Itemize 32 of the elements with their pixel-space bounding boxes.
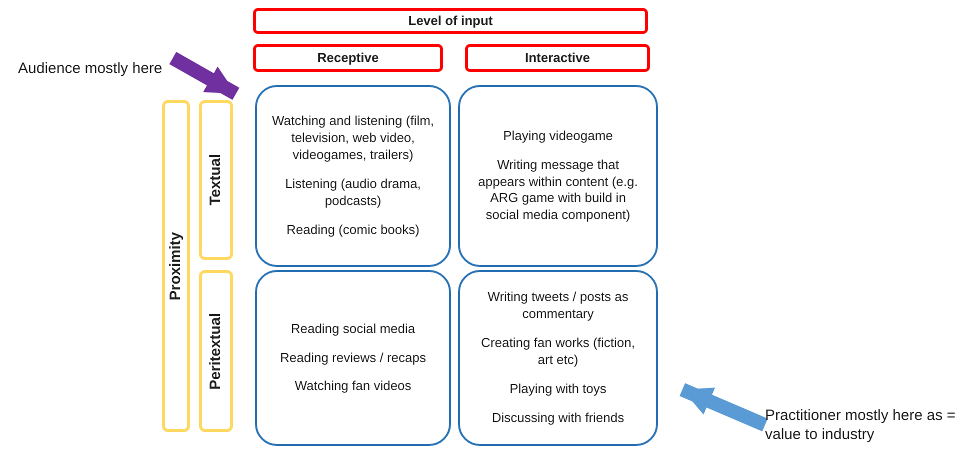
annotation-text: Practitioner mostly here as = value to industry bbox=[765, 406, 956, 444]
label-text: Playing with toys bbox=[510, 380, 606, 398]
axis-box bbox=[199, 270, 233, 432]
label-text: Playing videogame bbox=[503, 128, 613, 145]
label-text: Writing tweets / posts as commentary bbox=[486, 289, 630, 324]
label-text: Reading reviews / recaps bbox=[280, 350, 426, 366]
category-box bbox=[255, 85, 451, 267]
label-text: Creating fan works (fiction, art etc) bbox=[480, 335, 636, 369]
category-box bbox=[458, 85, 658, 267]
axis-box bbox=[199, 100, 233, 260]
label-text: Textual bbox=[206, 154, 226, 206]
label-text: Reading social media bbox=[290, 320, 416, 338]
label-text: Discussing with friends bbox=[492, 410, 624, 427]
annotation-text: Audience mostly here bbox=[18, 59, 162, 79]
label-text: Level of input bbox=[408, 12, 493, 30]
category-box bbox=[458, 270, 658, 446]
label-text: Interactive bbox=[524, 50, 590, 66]
label-text: Reading (comic books) bbox=[286, 222, 420, 239]
label-text: Proximity bbox=[166, 232, 186, 300]
label-text: Listening (audio drama, podcasts) bbox=[284, 176, 422, 210]
label-text: Watching and listening (film, television, web video, videogames, trailers) bbox=[271, 113, 435, 164]
header-box bbox=[465, 44, 650, 72]
axis-box bbox=[162, 100, 190, 432]
label-text: Receptive bbox=[317, 50, 379, 66]
label-text: Writing message that appears within content (e.g. ARG game with build in social media component) bbox=[477, 156, 639, 224]
header-box bbox=[253, 8, 648, 34]
header-box bbox=[253, 44, 443, 72]
category-box bbox=[255, 270, 451, 446]
label-text: Peritextual bbox=[206, 312, 226, 390]
arrow bbox=[680, 383, 768, 432]
arrow bbox=[169, 52, 240, 100]
label-text: Watching fan videos bbox=[294, 378, 412, 396]
